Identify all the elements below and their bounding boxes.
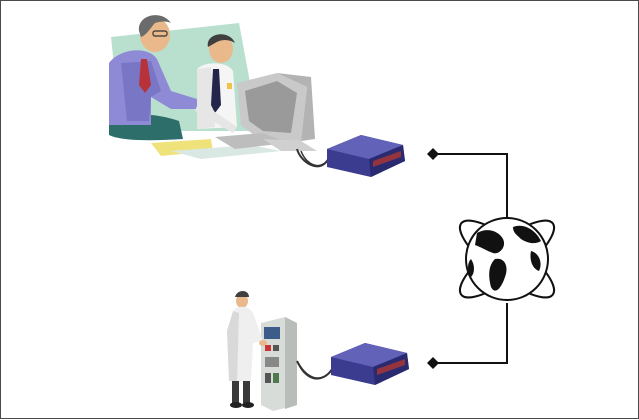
connection-lines (433, 153, 508, 364)
modem-bottom-icon (331, 343, 409, 385)
connector-diamond-bottom (427, 357, 439, 369)
line-bottom (433, 303, 508, 364)
connector-diamond-top (427, 148, 439, 160)
line-top (433, 153, 508, 217)
technician-icon (227, 291, 334, 411)
globe-icon (458, 217, 556, 301)
people-at-computer-icon (109, 15, 330, 168)
modem-top-icon (327, 135, 405, 177)
